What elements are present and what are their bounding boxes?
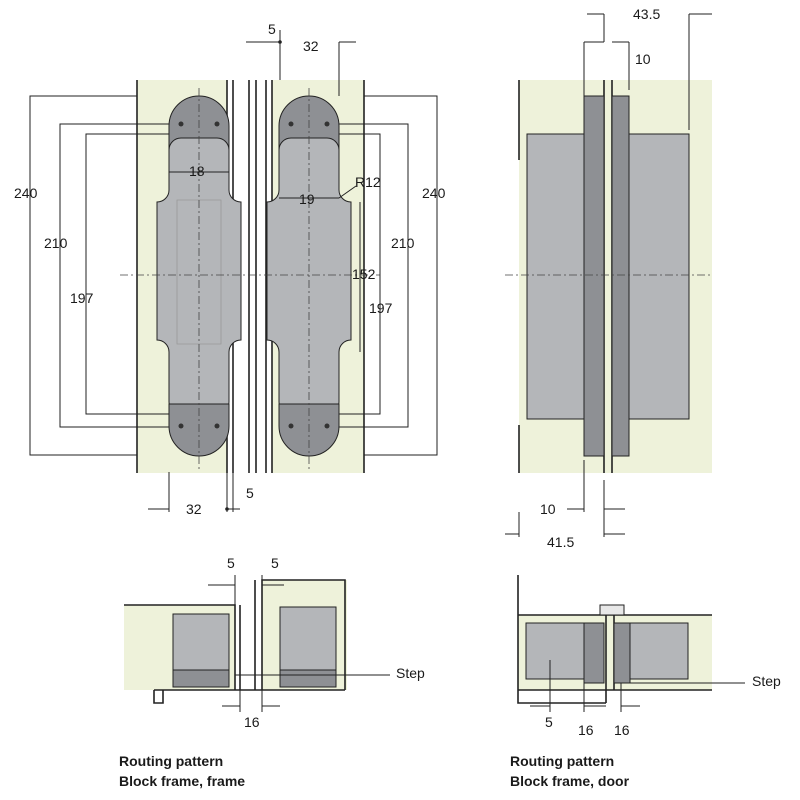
dim-10-bottom: 10 <box>540 501 556 517</box>
dim-210-left: 210 <box>44 235 68 251</box>
side-view: 43.5 10 10 41.5 <box>505 6 712 550</box>
dim-r12: R12 <box>355 174 381 190</box>
dim-10-top: 10 <box>635 51 651 67</box>
dim-41-5: 41.5 <box>547 534 574 550</box>
dim-210-right: 210 <box>391 235 415 251</box>
section-frame-door: 5 16 16 Step <box>517 575 781 738</box>
dim-32-bottom: 32 <box>186 501 202 517</box>
dim-5: 5 <box>545 714 553 730</box>
front-view: 5 32 18 19 R12 240 210 197 240 210 152 1… <box>14 21 446 517</box>
dim-16: 16 <box>244 714 260 730</box>
dim-16-b: 16 <box>614 722 630 738</box>
hinge-block-right <box>628 133 690 420</box>
hinge-block-center-right <box>611 95 630 457</box>
hinge-block-left <box>526 133 585 420</box>
dim-197-left: 197 <box>70 290 94 306</box>
dim-18: 18 <box>189 163 205 179</box>
dim-16-a: 16 <box>578 722 594 738</box>
caption-left-line2: Block frame, frame <box>119 773 245 789</box>
dim-5-a: 5 <box>227 555 235 571</box>
step-label: Step <box>396 665 425 681</box>
dim-43-5: 43.5 <box>633 6 660 22</box>
dim-197-right: 197 <box>369 300 393 316</box>
caption-right-line1: Routing pattern <box>510 753 614 769</box>
screw-holes <box>178 121 330 429</box>
dim-5-top: 5 <box>268 21 276 37</box>
dim-5-bottom: 5 <box>246 485 254 501</box>
dim-32-top: 32 <box>303 38 319 54</box>
dim-240-right: 240 <box>422 185 446 201</box>
dim-240-left: 240 <box>14 185 38 201</box>
caption-right-line2: Block frame, door <box>510 773 630 789</box>
dim-5-b: 5 <box>271 555 279 571</box>
section-frame-frame: 5 5 16 Step <box>124 555 425 730</box>
dim-152: 152 <box>352 266 376 282</box>
caption-left-line1: Routing pattern <box>119 753 223 769</box>
dim-19: 19 <box>299 191 315 207</box>
step-label: Step <box>752 673 781 689</box>
hinge-block-center-left <box>583 95 605 457</box>
